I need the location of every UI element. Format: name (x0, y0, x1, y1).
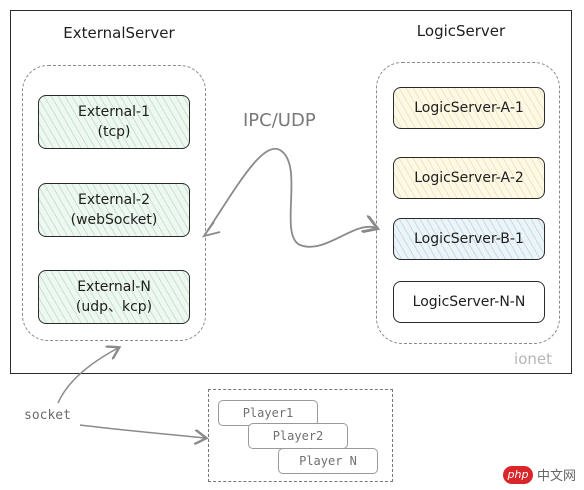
external-1-name: External-1 (77, 104, 151, 120)
diagram-frame (10, 10, 572, 374)
ipc-udp-label: IPC/UDP (243, 110, 316, 131)
external-server-group (22, 65, 206, 341)
player-2-box: Player2 (248, 423, 348, 449)
logic-b-1-box: LogicServer-B-1 (393, 218, 545, 260)
logic-a-2-label: LogicServer-A-2 (414, 170, 524, 186)
external-1-box: External-1 (tcp) (38, 95, 190, 149)
socket-to-players-arrow (79, 424, 205, 438)
logic-server-title: LogicServer (416, 22, 506, 40)
external-server-title: ExternalServer (63, 24, 175, 42)
logic-server-group (376, 62, 560, 344)
external-n-box: External-N (udp、kcp) (38, 270, 190, 324)
logic-a-1-box: LogicServer-A-1 (393, 87, 545, 129)
external-n-name: External-N (77, 279, 151, 295)
logic-b-1-label: LogicServer-B-1 (414, 231, 524, 247)
external-2-box: External-2 (webSocket) (38, 183, 190, 237)
external-2-protocol: (webSocket) (70, 212, 158, 228)
ipc-udp-arrow (203, 147, 376, 248)
external-n-protocol: (udp、kcp) (75, 299, 153, 315)
logic-a-1-label: LogicServer-A-1 (414, 100, 524, 116)
external-2-name: External-2 (77, 192, 151, 208)
players-group (208, 389, 393, 482)
socket-label: socket (24, 408, 71, 423)
ionet-brand: ionet (514, 350, 552, 368)
socket-to-external-arrow (57, 348, 118, 404)
watermark: php 中文网 (502, 465, 576, 484)
player-n-box: Player N (278, 448, 378, 474)
player-1-box: Player1 (218, 400, 318, 426)
logic-n-n-label: LogicServer-N-N (412, 294, 526, 310)
external-1-protocol: (tcp) (97, 124, 131, 140)
logic-a-2-box: LogicServer-A-2 (393, 157, 545, 199)
watermark-badge: php (502, 465, 533, 484)
watermark-text: 中文网 (536, 469, 576, 484)
logic-n-n-box: LogicServer-N-N (393, 281, 545, 323)
